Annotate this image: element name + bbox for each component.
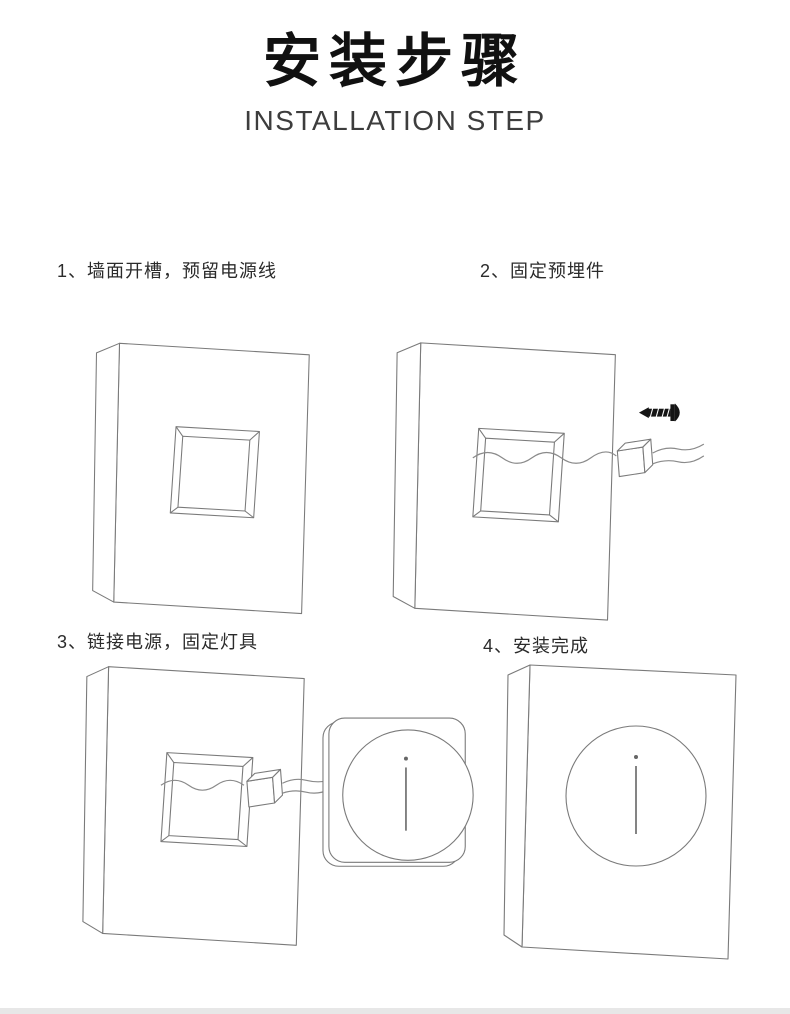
step-4-illustration <box>503 664 737 960</box>
mounting-hole <box>160 752 254 848</box>
page-subtitle: INSTALLATION STEP <box>244 104 546 136</box>
wall-side-face <box>92 342 121 603</box>
power-cable-ends <box>652 443 705 465</box>
step-1-label: 1、墙面开槽，预留电源线 <box>57 261 278 281</box>
lamp-light-dot <box>403 756 408 761</box>
wall <box>82 666 305 946</box>
power-cable <box>472 451 617 464</box>
header: 安装步骤 INSTALLATION STEP <box>0 26 790 137</box>
lamp-face <box>342 729 474 861</box>
lamp <box>322 717 474 867</box>
section-divider <box>0 1008 790 1014</box>
step-2-illustration <box>392 342 705 621</box>
wall-side-face <box>82 666 110 934</box>
step-3-label: 3、链接电源，固定灯具 <box>57 632 259 652</box>
wall <box>392 342 616 621</box>
mounting-hole <box>169 426 260 519</box>
wall-front-face <box>102 666 305 946</box>
wall-side-face <box>392 342 422 609</box>
step-2-label: 2、固定预埋件 <box>480 261 606 281</box>
embedded-connector-box <box>616 438 654 478</box>
step-1-illustration <box>92 342 310 615</box>
power-cable <box>160 779 245 791</box>
wall <box>92 342 310 615</box>
page-title: 安装步骤 <box>262 29 527 94</box>
wall-side-face <box>503 664 531 948</box>
embedded-connector-box <box>246 768 284 808</box>
wall-front-face <box>414 342 616 621</box>
step-4-label: 4、安装完成 <box>483 636 590 656</box>
step-3-illustration <box>82 666 474 946</box>
installed-lamp <box>565 725 707 867</box>
mounting-hole <box>472 427 565 523</box>
screw-icon <box>638 403 680 422</box>
wall-front-face <box>113 342 310 615</box>
lamp-light-dot <box>634 755 638 759</box>
